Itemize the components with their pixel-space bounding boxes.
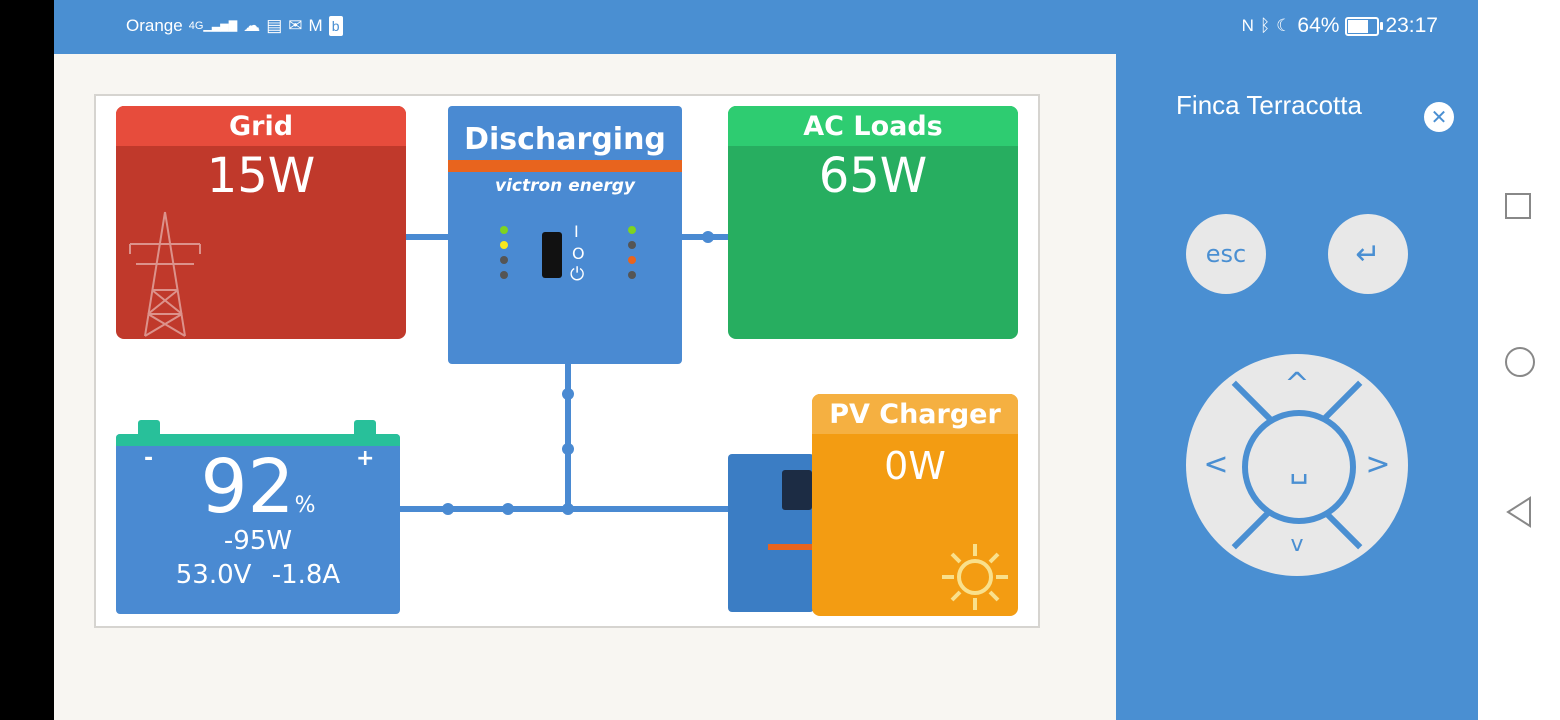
mppt-stripe	[768, 544, 814, 550]
mppt-device-image	[728, 454, 814, 612]
bluetooth-icon: ᛒ	[1259, 16, 1271, 35]
energy-overview-diagram: Grid 15W Discharging victron energy	[94, 94, 1040, 628]
victron-logo: victron energy	[448, 176, 682, 196]
battery-percent: 64%	[1297, 14, 1340, 37]
signal-icon: 4G▁▃▅▇	[188, 20, 238, 32]
ac-loads-value: 65W	[818, 148, 928, 204]
pv-charger-label: PV Charger	[812, 394, 1018, 434]
brand-label: victron energy	[495, 176, 635, 196]
nfc-icon: N	[1241, 16, 1254, 35]
battery-voltage-current: 53.0V -1.8A	[175, 560, 341, 590]
close-icon[interactable]: ✕	[1424, 102, 1454, 132]
content-area: Grid 15W Discharging victron energy	[54, 54, 1116, 720]
grid-power-value: 15W	[206, 148, 316, 204]
moon-icon: ☾	[1276, 16, 1292, 35]
minus-sign: -	[144, 446, 154, 471]
pylon-icon	[129, 211, 201, 337]
sun-icon	[942, 544, 1008, 610]
status-right: N ᛒ ☾ 64% 23:17	[1242, 14, 1438, 38]
gmail-icon: M	[308, 16, 323, 35]
clock: 23:17	[1385, 14, 1438, 37]
recents-icon[interactable]	[1504, 192, 1532, 220]
grid-tile[interactable]: Grid 15W	[116, 106, 406, 339]
inverter-leds	[500, 226, 636, 279]
dpad-right-button[interactable]: >	[1365, 447, 1391, 482]
mail-icon: ✉	[288, 16, 303, 35]
battery-terminal-pos	[354, 420, 376, 434]
pv-charger-value: 0W	[884, 444, 946, 488]
inverter-status: Discharging	[464, 122, 666, 157]
enter-button[interactable]: ↵	[1328, 214, 1408, 294]
battery-icon	[1345, 16, 1384, 36]
cloud-icon: ☁	[243, 16, 261, 35]
grid-label: Grid	[116, 106, 406, 146]
inverter-stripe	[448, 160, 682, 172]
dpad: ^ v < > ␣	[1186, 354, 1408, 576]
switch-off-label: O	[572, 244, 585, 263]
esc-button[interactable]: esc	[1186, 214, 1266, 294]
mppt-display	[782, 470, 812, 510]
calendar-icon: ▤	[266, 16, 283, 35]
dpad-left-button[interactable]: <	[1203, 447, 1229, 482]
carrier-label: Orange	[126, 16, 183, 35]
battery-power: -95W	[223, 526, 293, 556]
android-nav-bar	[1478, 0, 1560, 720]
switch-on-label: I	[574, 222, 579, 241]
status-bar: Orange 4G▁▃▅▇ ☁ ▤ ✉ M b N ᛒ ☾ 64% 23:17	[54, 0, 1478, 54]
battery-top-bar	[116, 434, 400, 446]
battery-soc: 92%	[200, 444, 316, 530]
battery-terminal-neg	[138, 420, 160, 434]
status-left: Orange 4G▁▃▅▇ ☁ ▤ ✉ M b	[126, 16, 343, 36]
pv-charger-tile[interactable]: PV Charger 0W	[812, 394, 1018, 616]
home-icon[interactable]	[1504, 346, 1535, 377]
ac-loads-label: AC Loads	[728, 106, 1018, 146]
dpad-down-button[interactable]: v	[1290, 532, 1304, 557]
power-icon: ⏻	[570, 264, 585, 285]
plus-sign: +	[356, 446, 375, 471]
remote-control-panel: Finca Terracotta ✕ esc ↵ ^ v < > ␣	[1116, 54, 1478, 720]
back-icon[interactable]	[1504, 496, 1532, 528]
inverter-tile[interactable]: Discharging victron energy I O ⏻	[448, 106, 682, 364]
battery-tile[interactable]: - + 92% -95W 53.0V -1.8A	[116, 420, 400, 614]
dpad-center-button[interactable]: ␣	[1242, 410, 1356, 524]
site-name: Finca Terracotta	[1176, 90, 1362, 120]
ac-loads-tile[interactable]: AC Loads 65W	[728, 106, 1018, 339]
b-app-icon: b	[328, 16, 343, 36]
dpad-up-button[interactable]: ^	[1284, 367, 1310, 402]
